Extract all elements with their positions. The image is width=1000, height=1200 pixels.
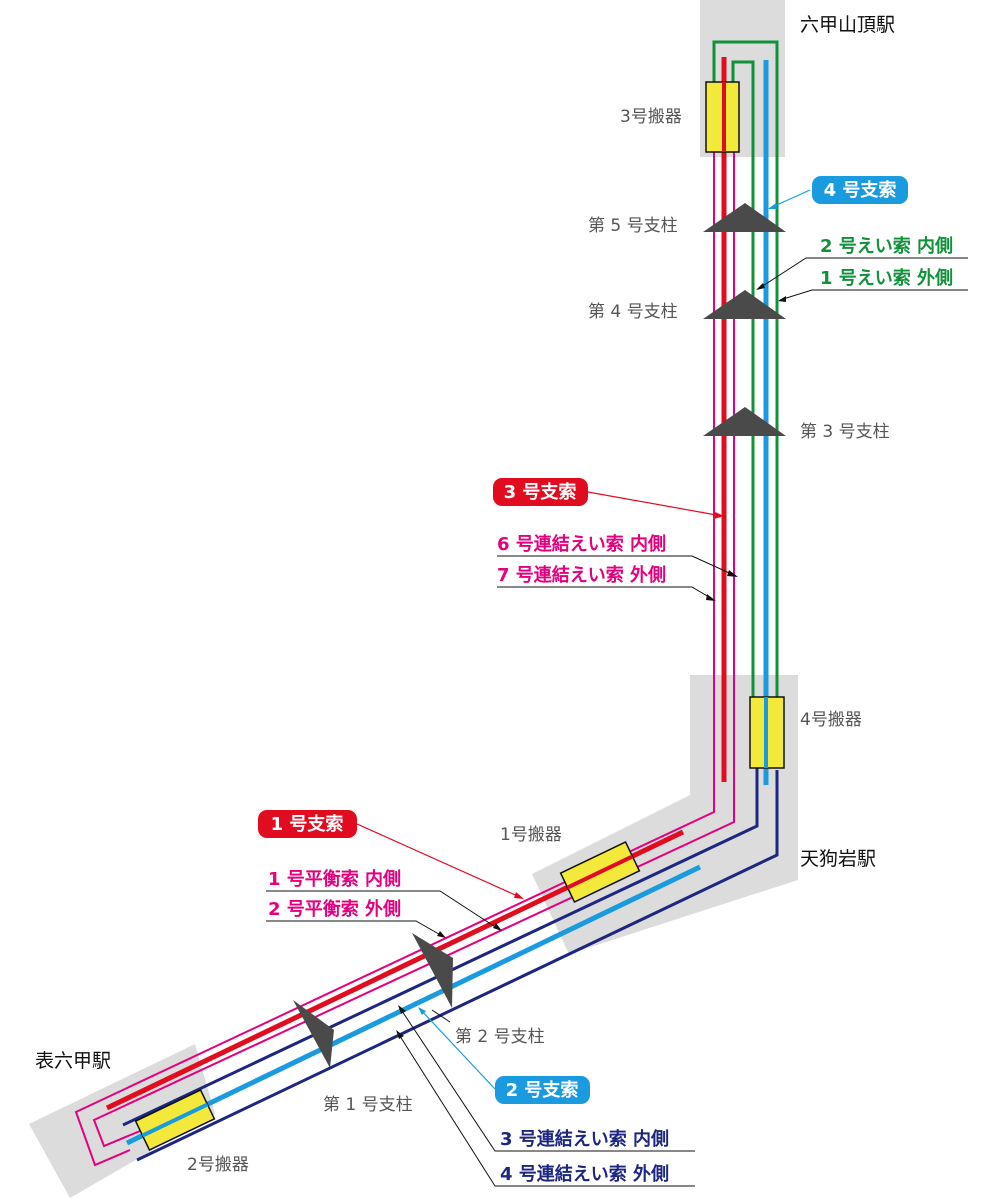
tower-1-icon	[293, 1000, 334, 1068]
leader-link7	[497, 586, 715, 601]
haul2-inner-label: 2 号えい索 内側	[820, 235, 953, 257]
bal1-inner-label: 1 号平衡索 内側	[268, 868, 401, 890]
leader-link3	[399, 1007, 695, 1152]
omote-station-area	[29, 1044, 215, 1198]
tower4-label: 第 4 号支柱	[588, 302, 678, 322]
tower-5-icon	[703, 203, 786, 232]
bal2-outer-label: 2 号平衡索 外側	[268, 898, 401, 920]
leader-support2	[419, 1008, 496, 1090]
carrier3-label: 3号搬器	[620, 107, 682, 127]
leader-link4	[397, 1032, 695, 1187]
link3-inner-label: 3 号連結えい索 内側	[500, 1128, 669, 1150]
balance-rope-1-inner	[92, 805, 735, 1148]
arrowhead	[727, 570, 738, 577]
support3-pill	[493, 478, 588, 506]
leader-link6	[497, 555, 737, 577]
link-rope-4-outer	[136, 770, 779, 1162]
leader-support3	[587, 491, 723, 517]
carrier-1	[559, 841, 641, 903]
support2-label: 2 号支索	[506, 1079, 579, 1101]
leader-support4	[769, 189, 811, 209]
leader-bal1	[266, 890, 501, 931]
arrowhead	[706, 594, 716, 601]
arrowhead	[437, 931, 446, 938]
carrier1-label: 1号搬器	[500, 825, 562, 845]
link7-outer-label: 7 号連結えい索 外側	[497, 564, 666, 586]
leader-bal2	[266, 920, 445, 938]
arrowhead	[768, 203, 777, 209]
link4-outer-label: 4 号連結えい索 外側	[500, 1163, 669, 1185]
arrowhead	[396, 1030, 404, 1039]
tenguiwa-station-label: 天狗岩駅	[800, 848, 876, 870]
omote-station-label: 表六甲駅	[35, 1050, 111, 1072]
leader-haul1	[779, 289, 968, 301]
support1-pill	[258, 810, 357, 838]
leader-tower2	[431, 1009, 451, 1023]
support4-label: 4 号支索	[824, 179, 897, 201]
haul-rope-1-outer	[712, 40, 779, 283]
support1-label: 1 号支索	[271, 813, 344, 835]
arrowhead	[493, 923, 502, 931]
tower3-label: 第 3 号支柱	[800, 422, 890, 442]
support4-pill	[812, 176, 908, 204]
tower1-label: 第 1 号支柱	[323, 1095, 413, 1115]
support3-label: 3 号支索	[504, 481, 577, 503]
arrowhead	[418, 1007, 426, 1015]
support-cable-2	[125, 864, 702, 1146]
carrier4-label: 4号搬器	[800, 710, 862, 730]
tower-4-icon	[703, 290, 786, 319]
arrowhead	[398, 1005, 406, 1014]
arrowhead	[714, 512, 724, 519]
carrier2-label: 2号搬器	[187, 1155, 249, 1175]
arrowhead	[756, 283, 765, 290]
arrowhead	[778, 296, 786, 302]
support2-pill	[495, 1076, 590, 1104]
carrier-2	[134, 1089, 216, 1151]
balance-rope-2-outer	[74, 800, 715, 1167]
tower5-label: 第 5 号支柱	[588, 216, 678, 236]
arrowhead	[514, 892, 524, 899]
tower2-label: 第 2 号支柱	[455, 1027, 545, 1047]
link6-inner-label: 6 号連結えい索 内側	[497, 533, 666, 555]
leader-support1	[356, 823, 523, 899]
tower-2-icon	[412, 933, 453, 1008]
link-rope-3-inner	[122, 760, 759, 1127]
summit-station-label: 六甲山頂駅	[800, 14, 895, 36]
tower-3-icon	[703, 407, 786, 436]
haul1-outer-label: 1 号えい索 外側	[820, 267, 953, 289]
leader-haul2	[757, 257, 968, 290]
